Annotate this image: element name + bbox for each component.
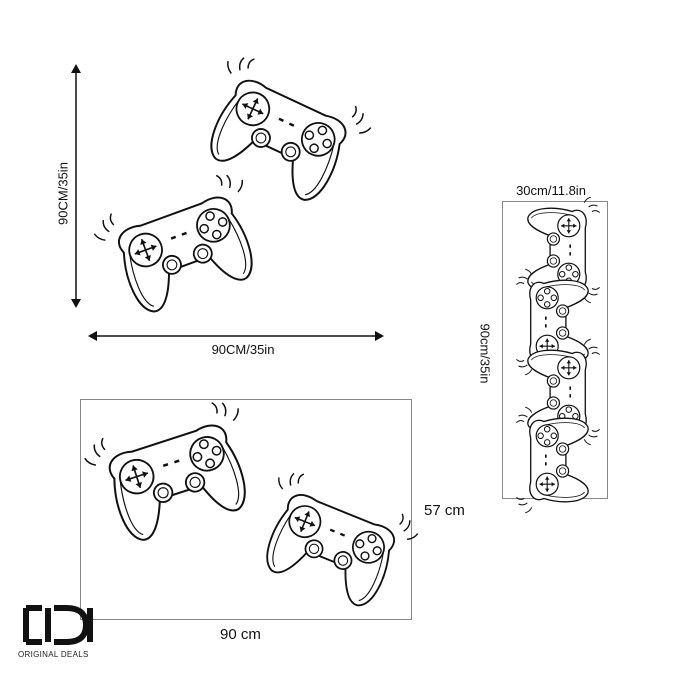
controller-graphic <box>88 166 276 323</box>
height-label-a: 90CM/35in <box>55 162 71 225</box>
width-label-c: 90 cm <box>220 626 261 643</box>
width-label-a: 90CM/35in <box>211 342 275 357</box>
controller-graphic <box>79 394 269 551</box>
height-arrow-a <box>71 64 81 308</box>
brand-caption: ORIGINAL DEALS <box>18 650 89 659</box>
width-arrow-a <box>88 331 384 341</box>
height-label-c: 57 cm <box>424 502 465 519</box>
controller-stack-graphic <box>515 196 601 514</box>
sticker-frame-c <box>80 399 412 620</box>
controller-graphic <box>244 464 424 618</box>
height-label-b: 90cm/35in <box>477 323 493 384</box>
brand-logo <box>23 605 93 645</box>
width-label-b: 30cm/11.8in <box>516 183 586 198</box>
